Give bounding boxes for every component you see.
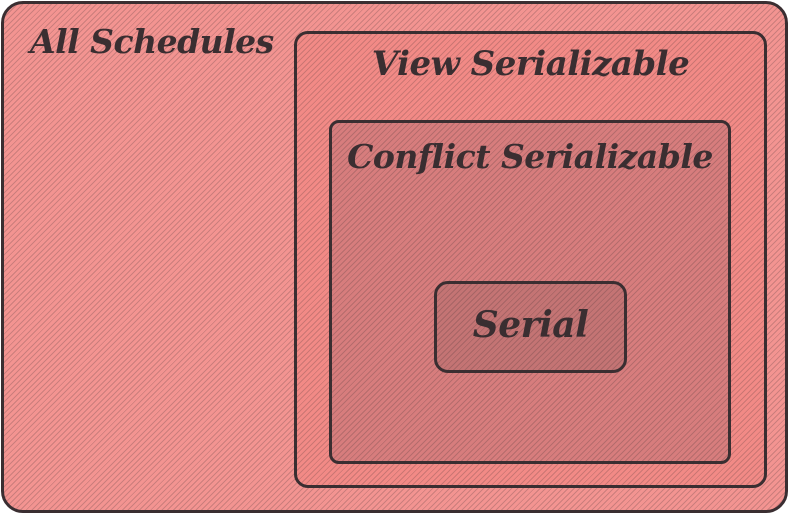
set-conflict-serializable: Conflict Serializable — [329, 120, 731, 464]
set-label-view-serializable: View Serializable — [371, 44, 690, 84]
set-serial: Serial — [434, 281, 627, 373]
set-label-serial: Serial — [472, 304, 589, 346]
set-label-conflict-serializable: Conflict Serializable — [347, 137, 713, 176]
set-label-all-schedules: All Schedules — [30, 22, 274, 61]
